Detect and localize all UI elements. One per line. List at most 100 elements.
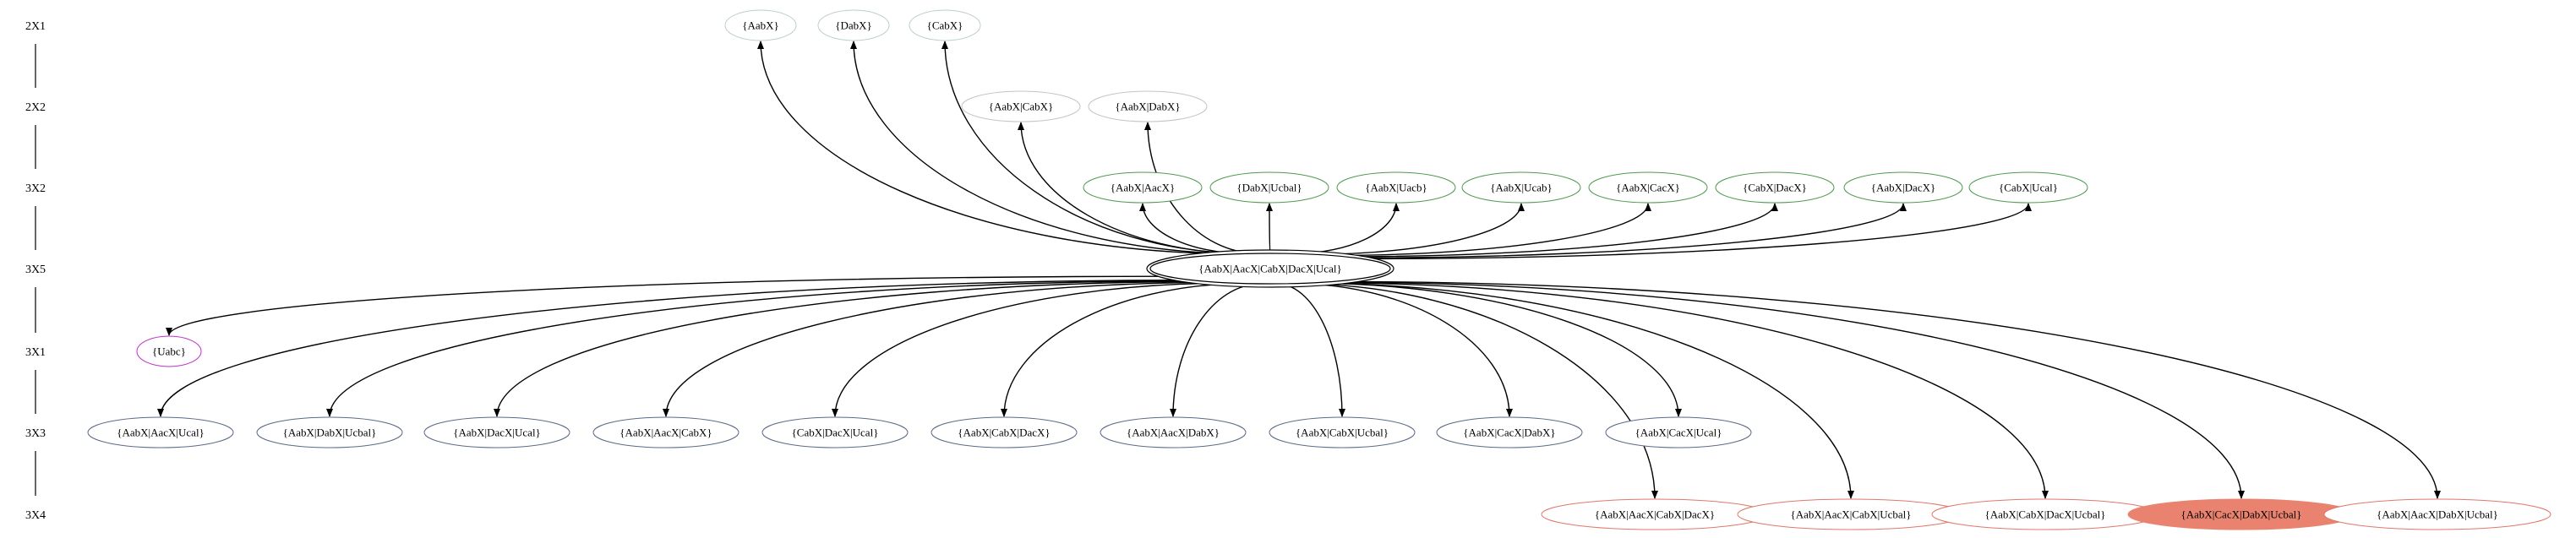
node-aab-dab-ucbal: {AabX|DabX|Ucbal} bbox=[256, 416, 403, 448]
node-label: {AabX|AacX|CabX|Ucbal} bbox=[1790, 508, 1911, 521]
node-aab-ucab: {AabX|Ucab} bbox=[1461, 171, 1581, 204]
node-shape bbox=[592, 416, 740, 448]
edge-n-root-to-n-aab-dac-ucal bbox=[494, 280, 1209, 417]
node-aab: {AabX} bbox=[724, 9, 797, 41]
node-root: {AabX|AacX|CabX|DacX|Ucal} bbox=[1146, 249, 1394, 288]
edge-n-root-to-n-aab-aac-cab-dac bbox=[1293, 283, 1658, 499]
node-shape bbox=[1083, 171, 1203, 204]
node-label: {CabX|Ucal} bbox=[1999, 182, 2058, 194]
node-label: {CabX} bbox=[927, 19, 963, 32]
node-aab-cac-dab-ucbal: {AabX|CacX|DabX|Ucbal} bbox=[2127, 498, 2355, 530]
node-label: {AabX|AacX|CabX|DacX} bbox=[1595, 508, 1715, 521]
node-label: {AabX|CabX} bbox=[989, 101, 1053, 113]
node-cab: {CabX} bbox=[909, 9, 981, 41]
node-label: {CabX|DacX} bbox=[1743, 182, 1807, 194]
node-shape bbox=[817, 9, 890, 41]
node-label: {AabX|CabX|DacX|Ucbal} bbox=[1984, 508, 2105, 521]
node-shape bbox=[2323, 498, 2551, 530]
node-label: {AabX|CabX|Ucbal} bbox=[1296, 427, 1389, 439]
rank-label-3x2: 3X2 bbox=[25, 182, 46, 195]
node-shape bbox=[1715, 171, 1835, 204]
node-dab: {DabX} bbox=[817, 9, 890, 41]
node-shape bbox=[256, 416, 403, 448]
node-uabc: {Uabc} bbox=[136, 335, 202, 367]
node-label: {AabX|AacX|CabX|DacX|Ucal} bbox=[1198, 263, 1341, 275]
node-shape bbox=[423, 416, 570, 448]
node-label: {AabX|Ucab} bbox=[1490, 182, 1553, 194]
node-aab-dab: {AabX|DabX} bbox=[1088, 90, 1208, 122]
node-shape bbox=[136, 335, 202, 367]
node-shape bbox=[961, 90, 1081, 122]
node-label: {Uabc} bbox=[152, 345, 186, 358]
node-cab-ucal: {CabX|Ucal} bbox=[1968, 171, 2088, 204]
node-aab-dac-ucal: {AabX|DacX|Ucal} bbox=[423, 416, 570, 448]
node-shape bbox=[1605, 416, 1752, 448]
node-label: {AabX|CacX} bbox=[1616, 182, 1680, 194]
node-aab-aac-dab: {AabX|AacX|DabX} bbox=[1100, 416, 1247, 448]
edge-n-root-to-n-aab-cab-dac-ucbal bbox=[1314, 282, 2049, 499]
node-shape bbox=[909, 9, 981, 41]
node-label: {AabX|AacX} bbox=[1111, 182, 1175, 194]
node-shape bbox=[1843, 171, 1963, 204]
edge-n-root-to-n-aab-cac-dab bbox=[1291, 283, 1513, 417]
node-shape bbox=[931, 416, 1078, 448]
node-aab-cac-ucal: {AabX|CacX|Ucal} bbox=[1605, 416, 1752, 448]
edge-n-root-to-n-aab-cac-ucal bbox=[1306, 282, 1682, 417]
node-aab-cac: {AabX|CacX} bbox=[1588, 171, 1708, 204]
edge-n-root-to-n-aab-cac-dab-ucbal bbox=[1323, 281, 2245, 499]
rank-label-3x4: 3X4 bbox=[25, 509, 46, 522]
edge-n-root-to-n-uabc bbox=[166, 275, 1167, 336]
node-shape bbox=[1269, 416, 1416, 448]
rank-label-3x3: 3X3 bbox=[25, 427, 46, 440]
rank-label-3x1: 3X1 bbox=[25, 346, 46, 359]
edge-n-root-to-n-aab-cac bbox=[1331, 203, 1651, 257]
node-label: {AabX|CabX|DacX} bbox=[958, 427, 1050, 439]
rank-label-2x2: 2X2 bbox=[25, 101, 46, 114]
node-aab-aac: {AabX|AacX} bbox=[1083, 171, 1203, 204]
node-label: {CabX|DacX|Ucal} bbox=[792, 427, 879, 439]
node-aab-aac-ucal: {AabX|AacX|Ucal} bbox=[87, 416, 234, 448]
node-aab-cac-dab: {AabX|CacX|DabX} bbox=[1436, 416, 1583, 448]
node-shape bbox=[87, 416, 234, 448]
node-shape bbox=[1209, 171, 1329, 204]
node-layer: {AabX} {DabX} {CabX} {AabX|CabX} {AabX|DabX}… bbox=[87, 9, 2551, 530]
node-aab-aac-dab-ucbal: {AabX|AacX|DabX|Ucbal} bbox=[2323, 498, 2551, 530]
edge-n-root-to-n-dab-ucbal bbox=[1266, 203, 1274, 254]
edge-n-root-to-n-cab-dac bbox=[1344, 203, 1778, 258]
node-cab-dac-ucal: {CabX|DacX|Ucal} bbox=[761, 416, 909, 448]
node-aab-dac: {AabX|DacX} bbox=[1843, 171, 1963, 204]
node-shape bbox=[1436, 416, 1583, 448]
node-label: {AabX|AacX|Ucal} bbox=[117, 427, 205, 439]
node-shape bbox=[761, 416, 909, 448]
node-cab-dac: {CabX|DacX} bbox=[1715, 171, 1835, 204]
node-aab-cab-dac: {AabX|CabX|DacX} bbox=[931, 416, 1078, 448]
node-shape bbox=[1088, 90, 1208, 122]
node-label: {AabX|CacX|DabX} bbox=[1463, 427, 1555, 439]
node-shape bbox=[1100, 416, 1247, 448]
node-label: {DabX|Ucbal} bbox=[1236, 182, 1302, 194]
node-shape bbox=[1336, 171, 1456, 204]
node-label: {AabX|CacX|DabX|Ucbal} bbox=[2180, 508, 2301, 521]
edge-n-root-to-n-aab bbox=[757, 41, 1240, 255]
edge-layer bbox=[157, 41, 2441, 499]
node-aab-cab: {AabX|CabX} bbox=[961, 90, 1081, 122]
edge-n-root-to-n-aab-ucab bbox=[1313, 203, 1525, 255]
node-label: {AabX|DacX} bbox=[1871, 182, 1935, 194]
edge-n-root-to-n-aab-aac-cab-ucbal bbox=[1304, 282, 1854, 499]
node-shape bbox=[1461, 171, 1581, 204]
node-dab-ucbal: {DabX|Ucbal} bbox=[1209, 171, 1329, 204]
edge-n-root-to-n-aab-aac-cab bbox=[663, 281, 1220, 417]
node-shape bbox=[1149, 253, 1391, 285]
node-label: {AabX|DabX|Ucbal} bbox=[283, 427, 377, 439]
edge-n-root-to-n-aab-cab bbox=[1018, 122, 1247, 254]
edge-n-root-to-n-dab bbox=[850, 41, 1245, 255]
node-aab-uacb: {AabX|Uacb} bbox=[1336, 171, 1456, 204]
node-aab-aac-cab: {AabX|AacX|CabX} bbox=[592, 416, 740, 448]
edge-n-root-to-n-aab-aac-ucal bbox=[157, 280, 1192, 417]
rank-label-3x5: 3X5 bbox=[25, 264, 46, 276]
node-aab-cab-ucbal: {AabX|CabX|Ucbal} bbox=[1269, 416, 1416, 448]
node-shape bbox=[1588, 171, 1708, 204]
node-aab-aac-cab-dac: {AabX|AacX|CabX|DacX} bbox=[1541, 498, 1769, 530]
